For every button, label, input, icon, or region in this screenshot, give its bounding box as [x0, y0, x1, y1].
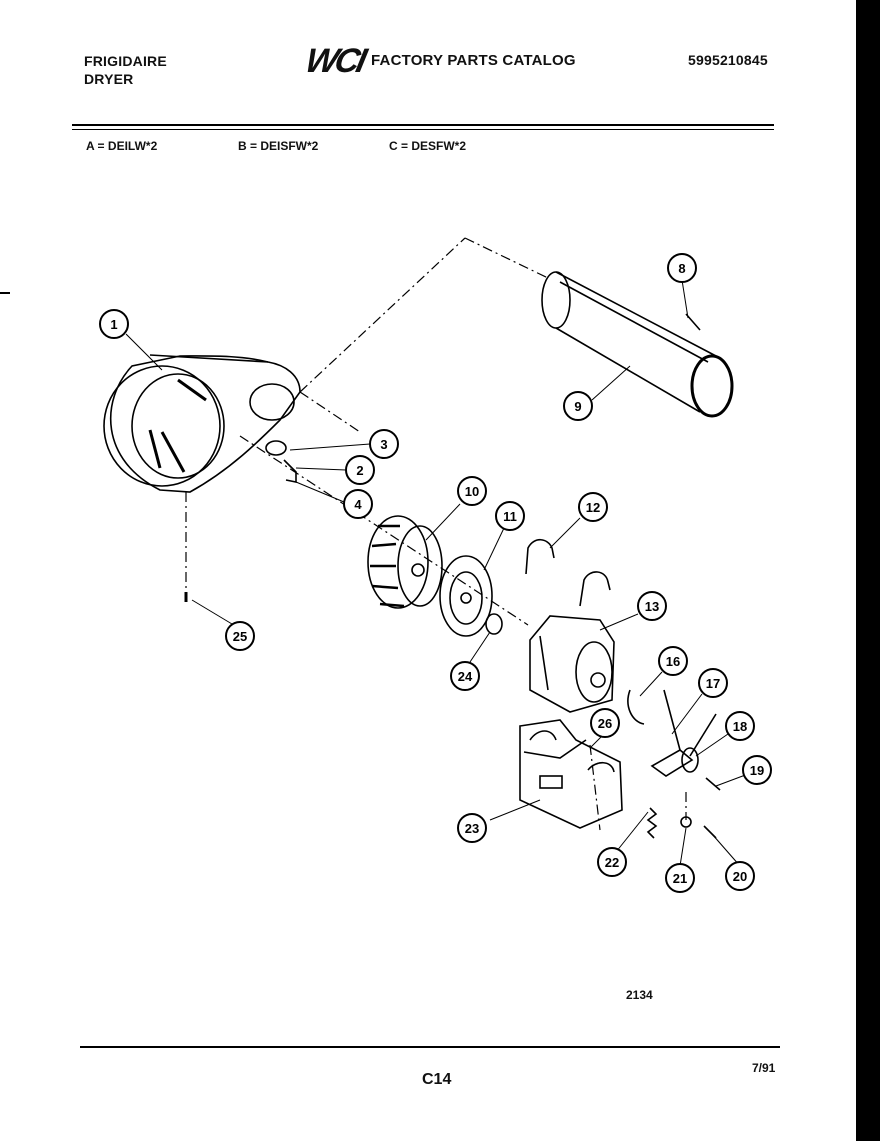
callout-16-circle	[658, 646, 688, 676]
leader-lines	[125, 279, 749, 867]
page-number: C14	[422, 1071, 452, 1088]
callout-18-circle	[725, 711, 755, 741]
motor-mount-part	[519, 719, 623, 829]
page-edge-border	[856, 0, 880, 1141]
header-rule-thick	[72, 124, 774, 126]
motor-part	[529, 615, 615, 713]
callout-21-circle	[665, 863, 695, 893]
header-rule-thin	[72, 129, 774, 130]
callout-3-circle	[369, 429, 399, 459]
seal-ring-part	[265, 440, 287, 456]
callout-25: 25	[233, 629, 247, 644]
callout-22-circle	[597, 847, 627, 877]
screw-8-part	[685, 313, 701, 331]
callout-10-circle	[457, 476, 487, 506]
catalog-number: 5995210845	[688, 52, 768, 68]
callout-11: 11	[503, 509, 517, 524]
callout-1: 1	[110, 317, 117, 332]
callout-markers	[99, 253, 772, 893]
washer-part	[485, 613, 503, 635]
callout-20: 20	[733, 869, 747, 884]
brand-block: FRIGIDAIRE DRYER	[84, 52, 167, 88]
nut-part	[680, 816, 692, 828]
callout-24-circle	[450, 661, 480, 691]
brand-name: FRIGIDAIRE	[84, 53, 167, 69]
callout-labels: 1 2 3 4 8 9 10 11 12 13 16 17 18 19 20 2…	[110, 261, 764, 886]
callout-4-circle	[343, 489, 373, 519]
pulley-part	[439, 555, 493, 637]
callout-26: 26	[598, 716, 612, 731]
callout-3: 3	[380, 437, 387, 452]
spring-clip-part	[627, 689, 645, 725]
model-a: A = DEILW*2	[86, 139, 158, 153]
callout-17: 17	[706, 676, 720, 691]
callout-8-circle	[667, 253, 697, 283]
callout-10: 10	[465, 484, 479, 499]
callout-9-circle	[563, 391, 593, 421]
product-type: DRYER	[84, 71, 134, 87]
callout-18: 18	[733, 719, 747, 734]
clamp-part	[283, 459, 297, 483]
blower-housing-part	[103, 354, 301, 493]
motor-clip-part-2	[579, 571, 611, 607]
callout-13-circle	[637, 591, 667, 621]
callout-23-circle	[457, 813, 487, 843]
callout-24: 24	[458, 669, 473, 684]
callout-25-circle	[225, 621, 255, 651]
blower-wheel-part	[367, 515, 443, 609]
callout-19: 19	[750, 763, 764, 778]
model-c: C = DESFW*2	[389, 139, 467, 153]
callout-8: 8	[678, 261, 685, 276]
catalog-title: FACTORY PARTS CATALOG	[371, 52, 576, 69]
model-b: B = DEISFW*2	[238, 139, 319, 153]
revision-date: 7/91	[752, 1061, 776, 1075]
callout-21: 21	[673, 871, 687, 886]
callout-2: 2	[356, 463, 363, 478]
callout-16: 16	[666, 654, 680, 669]
assembly-lines	[185, 237, 687, 831]
bolt-part	[705, 777, 721, 791]
callout-2-circle	[345, 455, 375, 485]
callout-11-circle	[495, 501, 525, 531]
callout-9: 9	[574, 399, 581, 414]
motor-clip-part	[525, 538, 555, 575]
callout-12-circle	[578, 492, 608, 522]
callout-26-circle	[590, 708, 620, 738]
idler-arm-part	[650, 689, 717, 777]
idler-pulley-part	[681, 747, 699, 773]
callout-17-circle	[698, 668, 728, 698]
scan-edge-mark	[0, 292, 10, 294]
callout-13: 13	[645, 599, 659, 614]
callout-22: 22	[605, 855, 619, 870]
footer-rule	[80, 1046, 780, 1048]
callout-4: 4	[354, 497, 362, 512]
callout-19-circle	[742, 755, 772, 785]
callout-1-circle	[99, 309, 129, 339]
idler-spring-part	[646, 807, 658, 839]
callout-20-circle	[725, 861, 755, 891]
exhaust-duct-part	[541, 271, 734, 418]
callout-23: 23	[465, 821, 479, 836]
figure-number: 2134	[626, 988, 653, 1002]
callout-12: 12	[586, 500, 600, 515]
